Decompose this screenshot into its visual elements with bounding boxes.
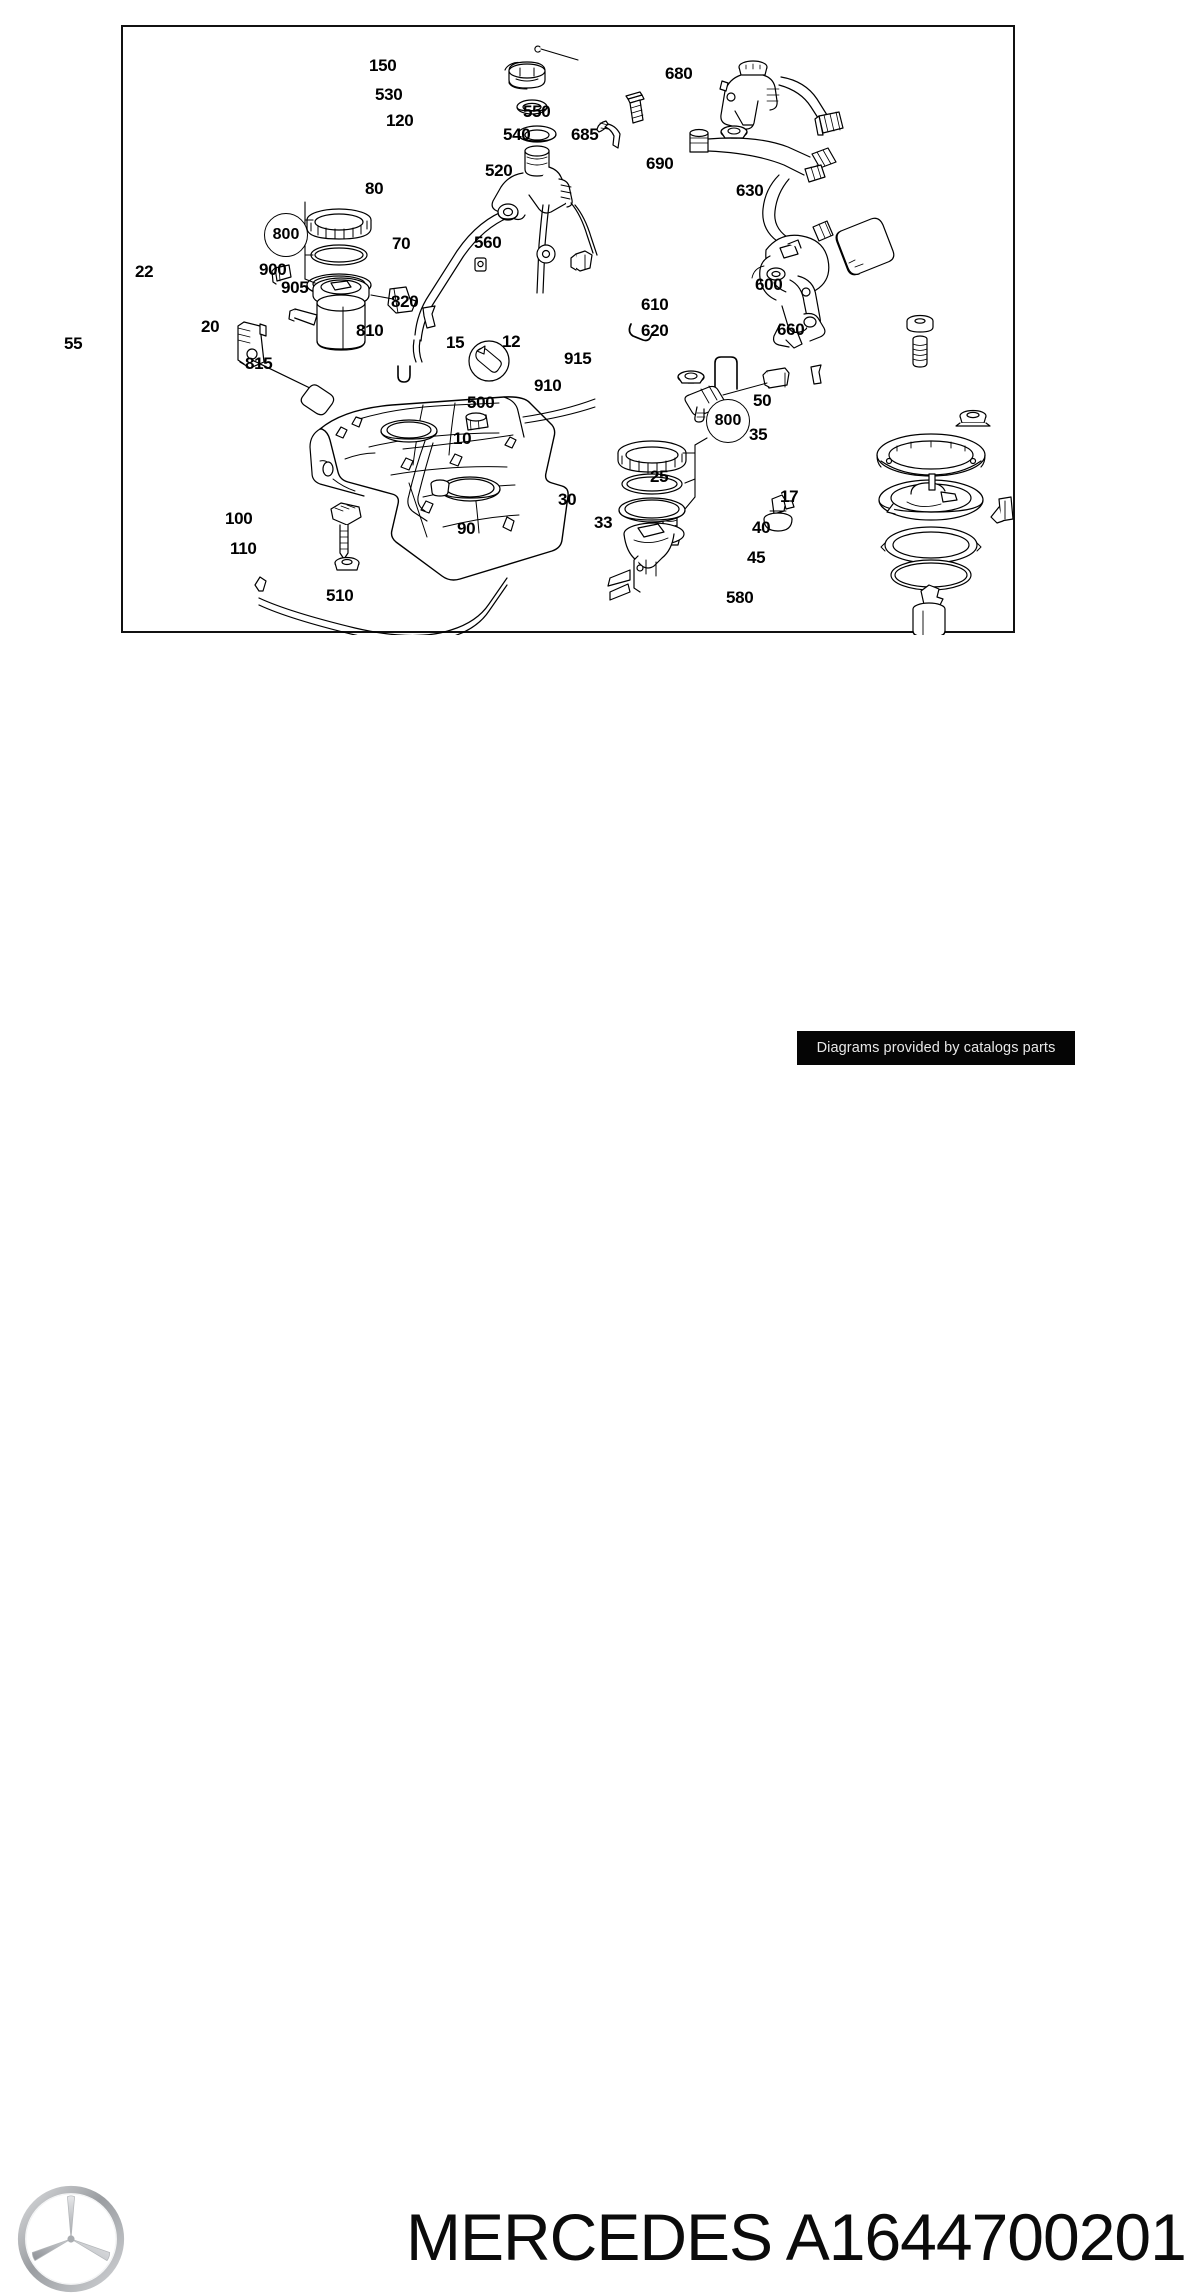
parts-diagram-frame: 150 530 120 550 540 520 80 70 560 680 68…	[64, 25, 1015, 635]
watermark-banner: Diagrams provided by catalogs parts	[797, 1031, 1075, 1065]
callout-630: 630	[736, 181, 764, 200]
callout-620: 620	[641, 321, 669, 340]
callout-35: 35	[749, 425, 768, 444]
callout-800-lower: 800	[706, 399, 750, 443]
callout-55: 55	[64, 334, 83, 353]
exploded-parts-drawing	[237, 45, 1014, 635]
callout-680: 680	[665, 64, 693, 83]
callout-820: 820	[391, 292, 419, 311]
callout-685: 685	[571, 125, 599, 144]
watermark-text: Diagrams provided by catalogs parts	[816, 1040, 1056, 1056]
callout-610: 610	[641, 295, 669, 314]
callout-45: 45	[747, 548, 766, 567]
callout-810: 810	[356, 321, 384, 340]
callout-17: 17	[780, 487, 799, 506]
callout-550: 550	[523, 102, 551, 121]
callout-690: 690	[646, 154, 674, 173]
callout-510: 510	[326, 586, 354, 605]
callout-815: 815	[245, 354, 273, 373]
callout-20: 20	[201, 317, 220, 336]
screenshot-root: 150 530 120 550 540 520 80 70 560 680 68…	[0, 25, 1200, 2293]
callout-90: 90	[457, 519, 476, 538]
callout-70: 70	[392, 234, 411, 253]
callout-560: 560	[474, 233, 502, 252]
callout-80: 80	[365, 179, 384, 198]
callout-905: 905	[281, 278, 309, 297]
callout-660: 660	[777, 320, 805, 339]
callout-15: 15	[446, 333, 465, 352]
callout-40: 40	[752, 518, 771, 537]
callout-12: 12	[502, 332, 521, 351]
mercedes-benz-star-logo	[17, 2185, 125, 2293]
callout-150: 150	[369, 56, 397, 75]
brand-part-label: MERCEDES A1644700201	[406, 2200, 1187, 2274]
callout-910: 910	[534, 376, 562, 395]
callout-50: 50	[753, 391, 772, 410]
brand-footer: MERCEDES A1644700201	[0, 1095, 1200, 2293]
callout-800-upper: 800	[264, 213, 308, 257]
callout-110: 110	[230, 539, 257, 558]
callout-600: 600	[755, 275, 783, 294]
callout-915: 915	[564, 349, 592, 368]
callout-520: 520	[485, 161, 513, 180]
callout-500: 500	[467, 393, 495, 412]
callout-900: 900	[259, 260, 287, 279]
callout-580: 580	[726, 588, 754, 607]
callout-25: 25	[650, 467, 669, 486]
callout-100: 100	[225, 509, 253, 528]
callout-30: 30	[558, 490, 577, 509]
callout-540: 540	[503, 125, 531, 144]
callout-22: 22	[135, 262, 154, 281]
callout-10: 10	[453, 429, 472, 448]
callout-33: 33	[594, 513, 613, 532]
callout-530: 530	[375, 85, 403, 104]
callout-120: 120	[386, 111, 414, 130]
